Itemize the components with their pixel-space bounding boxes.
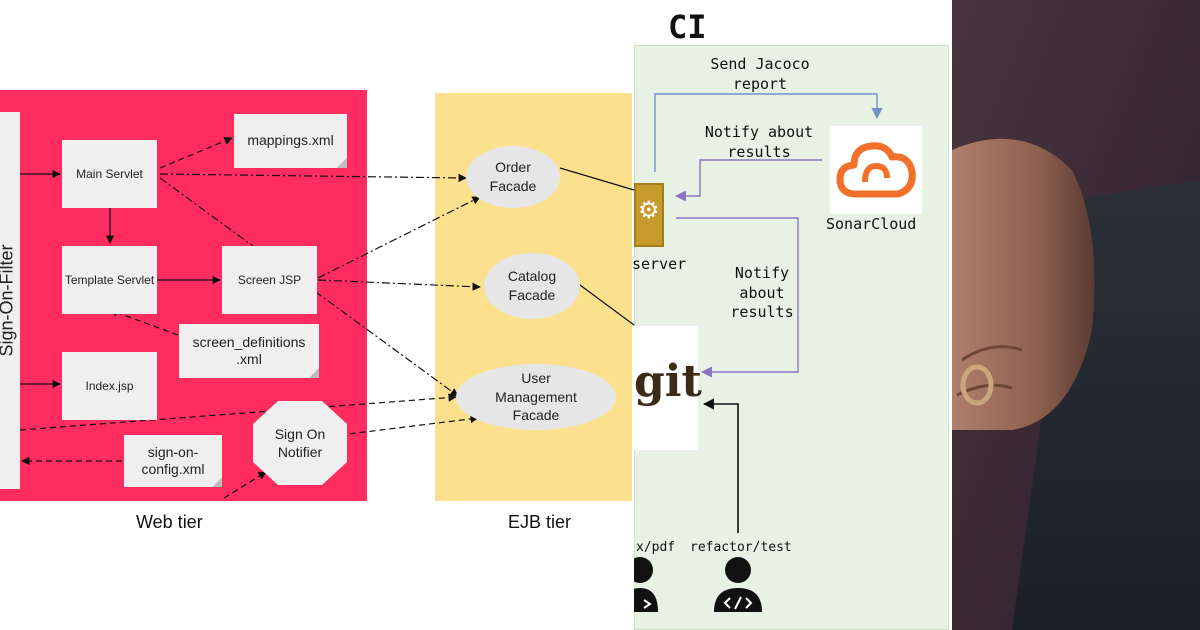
catalog-facade-ellipse: Catalog Facade: [484, 253, 580, 319]
web-tier-label: Web tier: [136, 512, 203, 532]
git-logo-card: git: [634, 326, 702, 450]
main-to-user-arrow: [159, 177, 459, 397]
order-facade-label: Order Facade: [489, 159, 537, 194]
mappings-xml-label: mappings.xml: [247, 132, 334, 149]
screen-to-catalog-arrow: [317, 279, 481, 291]
developer-left-icon: [634, 557, 658, 612]
octagon-shape: [253, 401, 347, 485]
screen-jsp-box: Screen JSP: [222, 246, 317, 314]
index-jsp-label: Index.jsp: [85, 379, 134, 393]
main-servlet-label: Main Servlet: [76, 167, 143, 181]
screen-to-order-arrow: [317, 196, 481, 279]
sign-on-config-label: sign-on- config.xml: [141, 443, 205, 478]
sonarcloud-logo-card: [830, 126, 922, 214]
send-jacoco-arrow: [654, 93, 883, 172]
ci-title: CI: [668, 8, 707, 46]
sonarcloud-label: SonarCloud: [826, 215, 917, 233]
main-servlet-box: Main Servlet: [62, 140, 157, 208]
dev-to-git-arrow: [702, 398, 739, 533]
sign-on-config-doc: sign-on- config.xml: [124, 435, 222, 487]
screen-jsp-label: Screen JSP: [237, 273, 302, 287]
notify-results-top-label: Notify about results: [704, 123, 814, 161]
hand-photo-illustration: [952, 0, 1200, 630]
sign-on-notifier-box: Sign On Notifier: [252, 400, 348, 486]
dev-left-label: x/pdf: [636, 540, 676, 555]
filter-to-user-arrow: [19, 393, 457, 431]
git-logo: git: [634, 356, 702, 407]
user-management-facade-ellipse: User Management Facade: [456, 364, 616, 430]
to-notifier-arrow: [223, 471, 267, 499]
template-servlet-label: Template Servlet: [64, 273, 155, 287]
main-to-mappings-arrow: [159, 137, 233, 169]
order-to-server-line: [559, 167, 635, 191]
server-label: server: [632, 255, 687, 273]
user-management-facade-label: User Management Facade: [495, 369, 577, 424]
sonarcloud-icon: [836, 142, 916, 198]
dev-right-label: refactor/test: [690, 540, 792, 555]
order-facade-ellipse: Order Facade: [466, 146, 560, 208]
sign-on-filter-label: Sign-On-Filter: [0, 244, 17, 357]
gear-icon: ⚙: [638, 197, 660, 224]
ci-server-box: ⚙: [634, 183, 664, 247]
catalog-to-git-line: [579, 284, 635, 326]
screen-definitions-doc: screen_definitions .xml: [179, 324, 319, 378]
screen-definitions-label: screen_definitions .xml: [192, 333, 306, 368]
sign-on-notifier-label: Sign On Notifier: [274, 425, 326, 460]
ejb-tier-label: EJB tier: [508, 512, 572, 532]
sign-on-filter-box: Sign-On-Filter: [0, 112, 20, 489]
mappings-xml-doc: mappings.xml: [234, 114, 347, 168]
screendefs-to-template-arrow: [109, 308, 179, 336]
developer-right-icon: [714, 557, 762, 612]
catalog-facade-label: Catalog Facade: [507, 268, 557, 303]
notify-results-mid-label: Notify about results: [730, 264, 794, 321]
background-photo: [952, 0, 1200, 630]
index-jsp-box: Index.jsp: [62, 352, 157, 420]
notify-top-arrow: [674, 159, 822, 202]
send-jacoco-label: Send Jacoco report: [710, 55, 810, 93]
notify-mid-arrow: [676, 217, 799, 378]
main-to-order-arrow: [159, 173, 467, 183]
template-servlet-box: Template Servlet: [62, 246, 157, 314]
